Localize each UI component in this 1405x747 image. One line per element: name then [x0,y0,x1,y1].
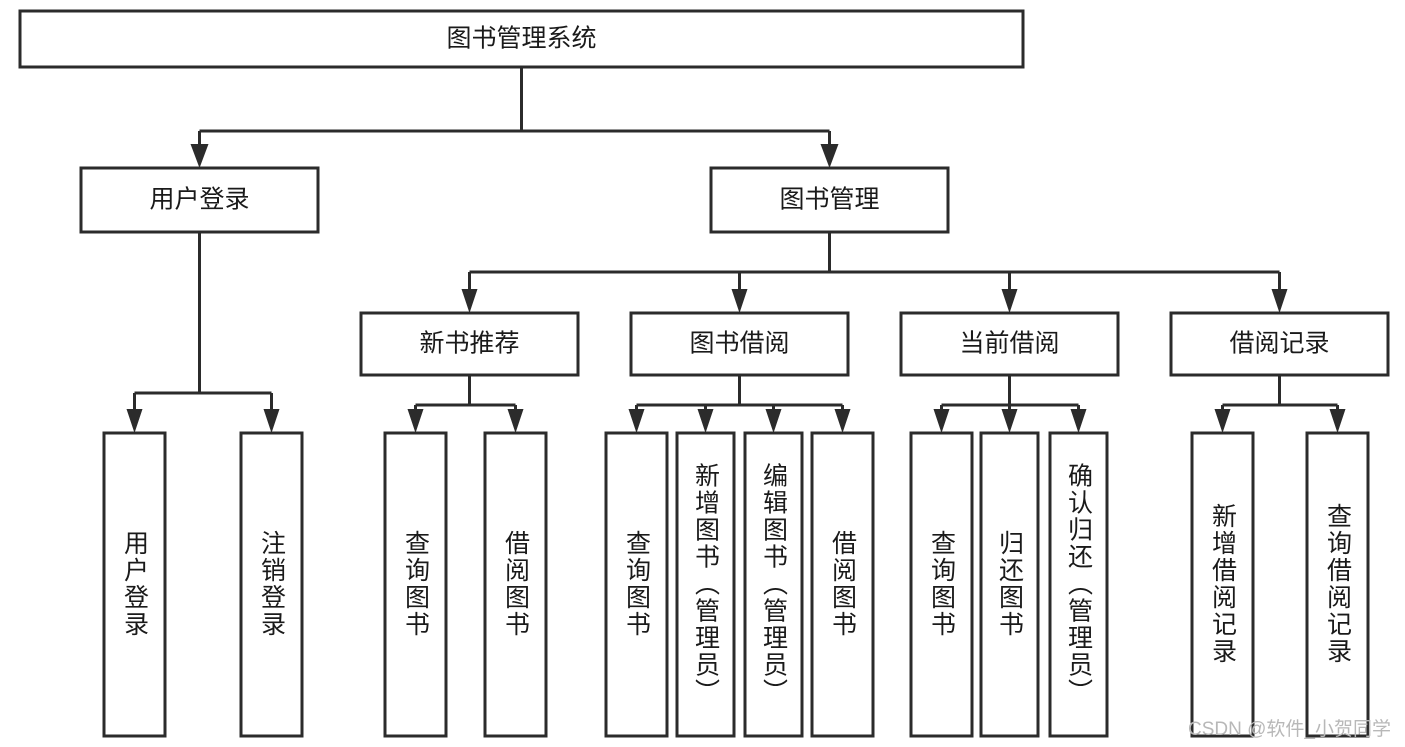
arrow-leaf-query-book-3 [933,409,950,433]
node-leaf-query-book-3[interactable]: 查询图书 [909,431,974,738]
arrow-to-book-borrow [731,289,748,313]
node-leaf-add-book-box[interactable] [675,431,736,738]
node-book-borrow-label: 图书借阅 [689,330,789,358]
node-leaf-confirm-return-box[interactable] [1048,431,1109,738]
node-user-login-label: 用户登录 [149,186,249,214]
arrow-leaf-add-book [697,409,714,433]
node-leaf-confirm-return-label: 确认归还（管理员） [1065,463,1094,706]
node-book-manage-label: 图书管理 [779,186,879,214]
node-book-borrow[interactable]: 图书借阅 [629,311,850,377]
node-root-label: 图书管理系统 [446,25,596,53]
node-leaf-add-book[interactable]: 新增图书（管理员） [675,431,736,738]
node-leaf-return-book-label: 归还图书 [996,530,1025,638]
node-leaf-add-record[interactable]: 新增借阅记录 [1190,431,1255,738]
node-leaf-query-record-label: 查询借阅记录 [1324,503,1353,665]
node-leaf-borrow-book-1-label: 借阅图书 [502,530,531,638]
arrow-leaf-user-login [126,409,143,433]
node-leaf-borrow-book-2-label: 借阅图书 [829,530,858,638]
node-leaf-logout-box[interactable] [239,431,304,738]
node-leaf-add-record-label: 新增借阅记录 [1209,503,1238,665]
node-leaf-query-book-2[interactable]: 查询图书 [604,431,669,738]
node-leaf-return-book[interactable]: 归还图书 [979,431,1040,738]
arrow-to-book-manage [820,144,839,168]
node-leaf-query-book-1-label: 查询图书 [402,530,431,638]
node-leaf-add-book-label: 新增图书（管理员） [692,463,721,706]
node-leaf-edit-book[interactable]: 编辑图书（管理员） [743,431,804,738]
node-leaf-logout-label: 注销登录 [258,530,287,638]
node-leaf-return-book-box[interactable] [979,431,1040,738]
node-root[interactable]: 图书管理系统 [18,9,1025,69]
node-root-box[interactable] [18,9,1025,69]
node-leaf-edit-book-label: 编辑图书（管理员） [760,463,789,706]
node-leaf-user-login-label: 用户登录 [121,530,150,638]
node-leaf-borrow-book-1-box[interactable] [483,431,548,738]
node-leaf-borrow-book-2-box[interactable] [810,431,875,738]
node-current-borrow[interactable]: 当前借阅 [899,311,1120,377]
node-leaf-query-book-1-box[interactable] [383,431,448,738]
arrow-leaf-logout [263,409,280,433]
arrow-to-user-login [190,144,209,168]
arrow-leaf-borrow-book-1 [507,409,524,433]
node-new-book-recommend-box[interactable] [359,311,580,377]
node-leaf-user-login-box[interactable] [102,431,167,738]
node-leaf-confirm-return[interactable]: 确认归还（管理员） [1048,431,1109,738]
node-borrow-record-box[interactable] [1169,311,1390,377]
node-book-manage[interactable]: 图书管理 [709,166,950,234]
node-leaf-query-record[interactable]: 查询借阅记录 [1305,431,1370,738]
node-leaf-query-book-1[interactable]: 查询图书 [383,431,448,738]
arrow-leaf-borrow-book-2 [834,409,851,433]
arrow-leaf-query-record [1329,409,1346,433]
node-leaf-borrow-book-2[interactable]: 借阅图书 [810,431,875,738]
node-current-borrow-label: 当前借阅 [959,330,1059,358]
node-current-borrow-box[interactable] [899,311,1120,377]
node-leaf-query-book-2-box[interactable] [604,431,669,738]
arrow-leaf-edit-book [765,409,782,433]
connector-layer [126,67,1346,433]
node-user-login-box[interactable] [79,166,320,234]
node-new-book-recommend[interactable]: 新书推荐 [359,311,580,377]
node-leaf-add-record-box[interactable] [1190,431,1255,738]
arrow-leaf-return-book [1001,409,1018,433]
node-leaf-query-book-2-label: 查询图书 [623,530,652,638]
node-leaf-borrow-book-1[interactable]: 借阅图书 [483,431,548,738]
node-leaf-query-record-box[interactable] [1305,431,1370,738]
node-leaf-query-book-3-label: 查询图书 [928,530,957,638]
arrow-leaf-add-record [1214,409,1231,433]
arrow-to-borrow-record [1271,289,1288,313]
node-book-borrow-box[interactable] [629,311,850,377]
node-user-login[interactable]: 用户登录 [79,166,320,234]
node-book-manage-box[interactable] [709,166,950,234]
node-leaf-logout[interactable]: 注销登录 [239,431,304,738]
node-borrow-record[interactable]: 借阅记录 [1169,311,1390,377]
arrow-leaf-query-book-1 [407,409,424,433]
node-leaf-edit-book-box[interactable] [743,431,804,738]
node-borrow-record-label: 借阅记录 [1229,330,1329,358]
arrow-leaf-query-book-2 [628,409,645,433]
arrow-to-new-book [461,289,478,313]
node-leaf-user-login[interactable]: 用户登录 [102,431,167,738]
node-new-book-recommend-label: 新书推荐 [419,330,519,358]
arrow-leaf-confirm-return [1070,409,1087,433]
arrow-to-current-borrow [1001,289,1018,313]
node-leaf-query-book-3-box[interactable] [909,431,974,738]
